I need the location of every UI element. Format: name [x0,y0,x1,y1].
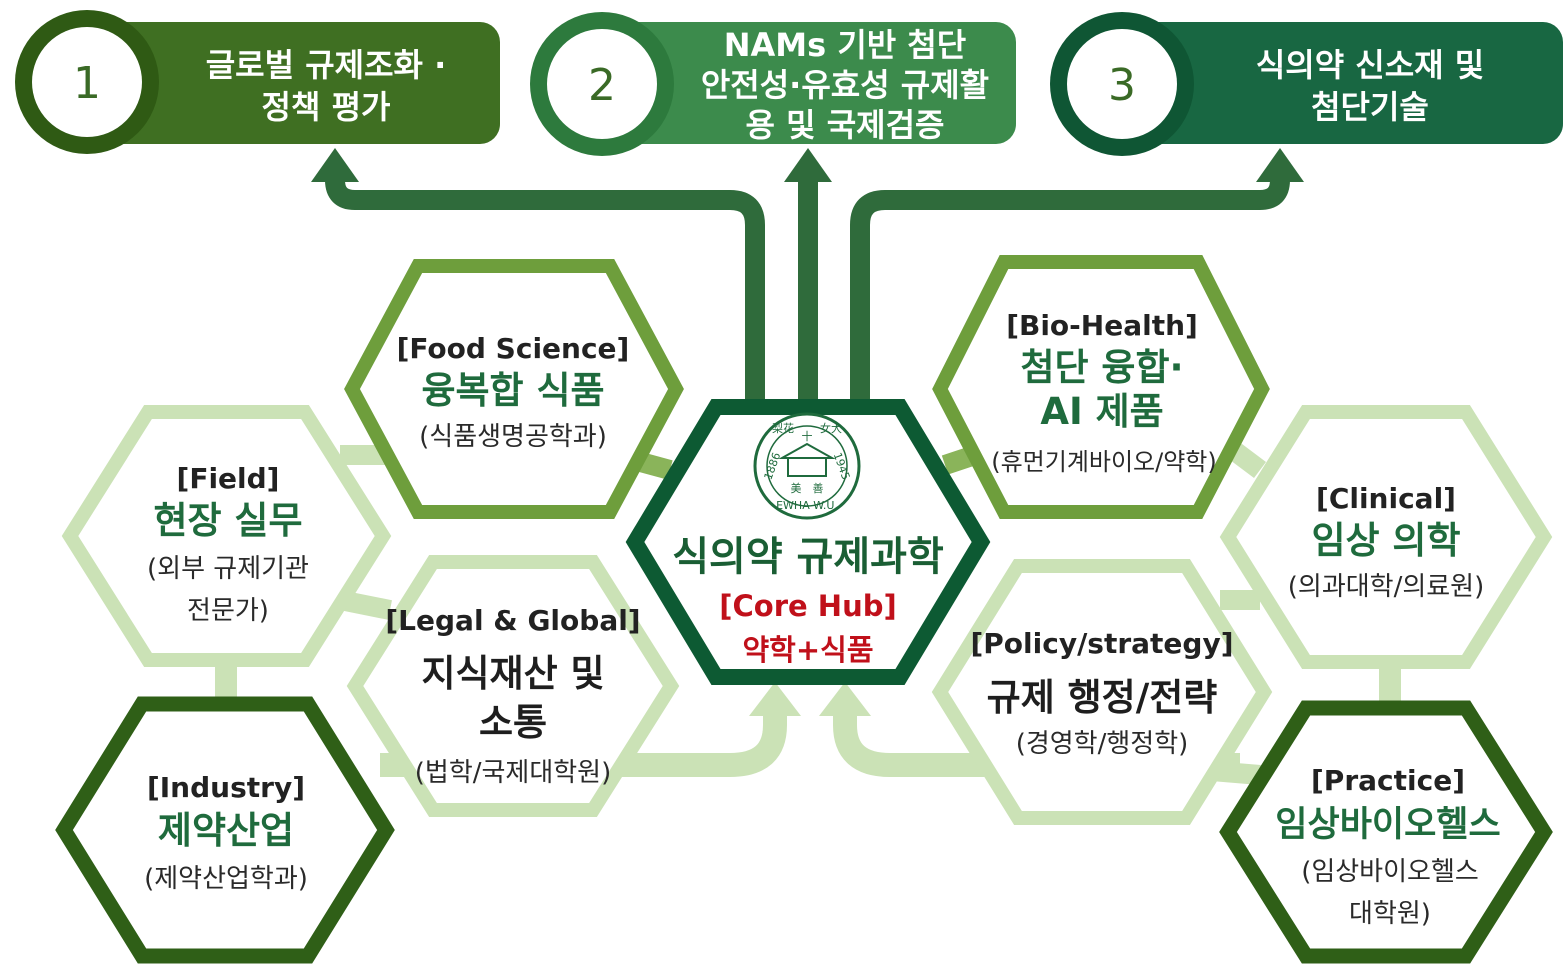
seal-bottom-left: 美 [791,482,802,495]
goal-3-disc [1067,29,1177,139]
arrowhead-goal-1 [311,148,359,182]
legal-sub: (법학/국제대학원) [415,758,612,788]
goal-1: 1 글로벌 규제조화 · 정책 평가 [15,10,500,154]
bio-title1: 첨단 융합· [1020,346,1183,389]
practice-sub2: 대학원) [1349,899,1431,929]
goal-3-line1: 식의약 신소재 및 [1256,46,1484,84]
arrow-to-goal-3 [850,178,1290,400]
seal-top-right: 女大 [820,421,842,435]
food-tag: [Food Science] [397,332,630,365]
industry-tag: [Industry] [147,771,305,804]
goal-1-number: 1 [73,58,101,109]
goal-arrowheads [311,148,1304,182]
industry-title: 제약산업 [158,809,294,852]
policy-sub: (경영학/행정학) [1016,729,1189,759]
seal-bottom-arc: EWHA W.U. [776,499,838,512]
seal-outer [753,412,861,520]
arrowhead-policy-hub [819,682,871,716]
arrow-legal-to-hub [380,712,787,777]
bio-sub: (휴먼기계바이오/약학) [991,448,1217,476]
clinical-sub: (의과대학/의료원) [1288,572,1485,602]
field-sub2: 전문가) [187,596,269,626]
field-tag: [Field] [177,462,280,495]
policy-tag: [Policy/strategy] [970,627,1233,660]
hex-field [61,405,392,667]
hex-legal [346,555,680,817]
seal-bottom-right: 善 [813,481,824,495]
practice-sub1: (임상바이오헬스 [1301,857,1479,887]
goal-2-disc [547,29,657,139]
hex-hub [625,399,991,685]
arrowhead-goal-3 [1256,148,1304,182]
clinical-title: 임상 의학 [1311,519,1460,562]
seal-inner [766,425,848,507]
goal-3-number: 3 [1108,60,1136,111]
food-sub: (식품생명공학과) [419,422,607,452]
goal-2-line1: NAMs 기반 첨단 [724,26,966,64]
goal-3: 3 식의약 신소재 및 첨단기술 [1050,12,1563,156]
goal-2-banner [600,22,1016,144]
clinical-tag: [Clinical] [1316,482,1456,515]
hex-practice [1219,700,1553,964]
hex-bio [932,255,1270,519]
hex-policy [931,559,1273,825]
hub-sub: 약학+식품 [742,633,873,667]
practice-tag: [Practice] [1311,764,1465,797]
goal-2-line3: 용 및 국제검증 [746,106,945,144]
legal-tag: [Legal & Global] [385,604,640,637]
policy-title: 규제 행정/전략 [987,676,1218,719]
feedback-arrows [380,712,1240,777]
field-title: 현장 실무 [153,499,302,542]
goal-3-line2: 첨단기술 [1311,88,1429,126]
hex-clinical [1219,405,1553,669]
bio-tag: [Bio-Health] [1006,309,1198,342]
seal-top-left: 梨花 [772,421,794,435]
feedback-arrowheads [749,682,871,716]
arrow-policy-to-hub [833,712,1240,777]
goal-1-disc [32,27,142,137]
hex-food [344,259,684,519]
goal-1-line1: 글로벌 규제조화 · [206,46,447,84]
arrow-to-goal-1 [325,178,765,400]
hex-industry [55,696,395,964]
bio-title2: AI 제품 [1040,390,1163,433]
goal-1-banner [88,22,500,144]
industry-sub: (제약산업학과) [144,864,308,894]
field-sub1: (외부 규제기관 [147,554,309,584]
food-title: 융복합 식품 [421,369,604,412]
hub-tag: [Core Hub] [719,589,896,623]
hub-title: 식의약 규제과학 [672,534,944,580]
legal-title2: 소통 [479,701,547,744]
goal-2-number: 2 [588,60,616,111]
seal-roof-icon [778,442,836,459]
legal-title1: 지식재산 및 [421,652,604,695]
goal-3-banner [1120,22,1563,144]
practice-title: 임상바이오헬스 [1275,805,1500,845]
goal-1-line2: 정책 평가 [262,88,391,126]
goal-arrows [325,178,1290,400]
arrowhead-legal-hub [749,682,801,716]
ewha-seal: 十 梨花 女大 1886 1945 美 善 EWHA W.U. [753,412,861,520]
hexagons [55,255,1553,964]
goal-2-line2: 안전성·유효성 규제활 [701,66,989,104]
goal-2: 2 NAMs 기반 첨단 안전성·유효성 규제활 용 및 국제검증 [530,12,1016,156]
seal-center-top: 十 [802,429,813,443]
arrowhead-goal-2 [784,148,832,182]
